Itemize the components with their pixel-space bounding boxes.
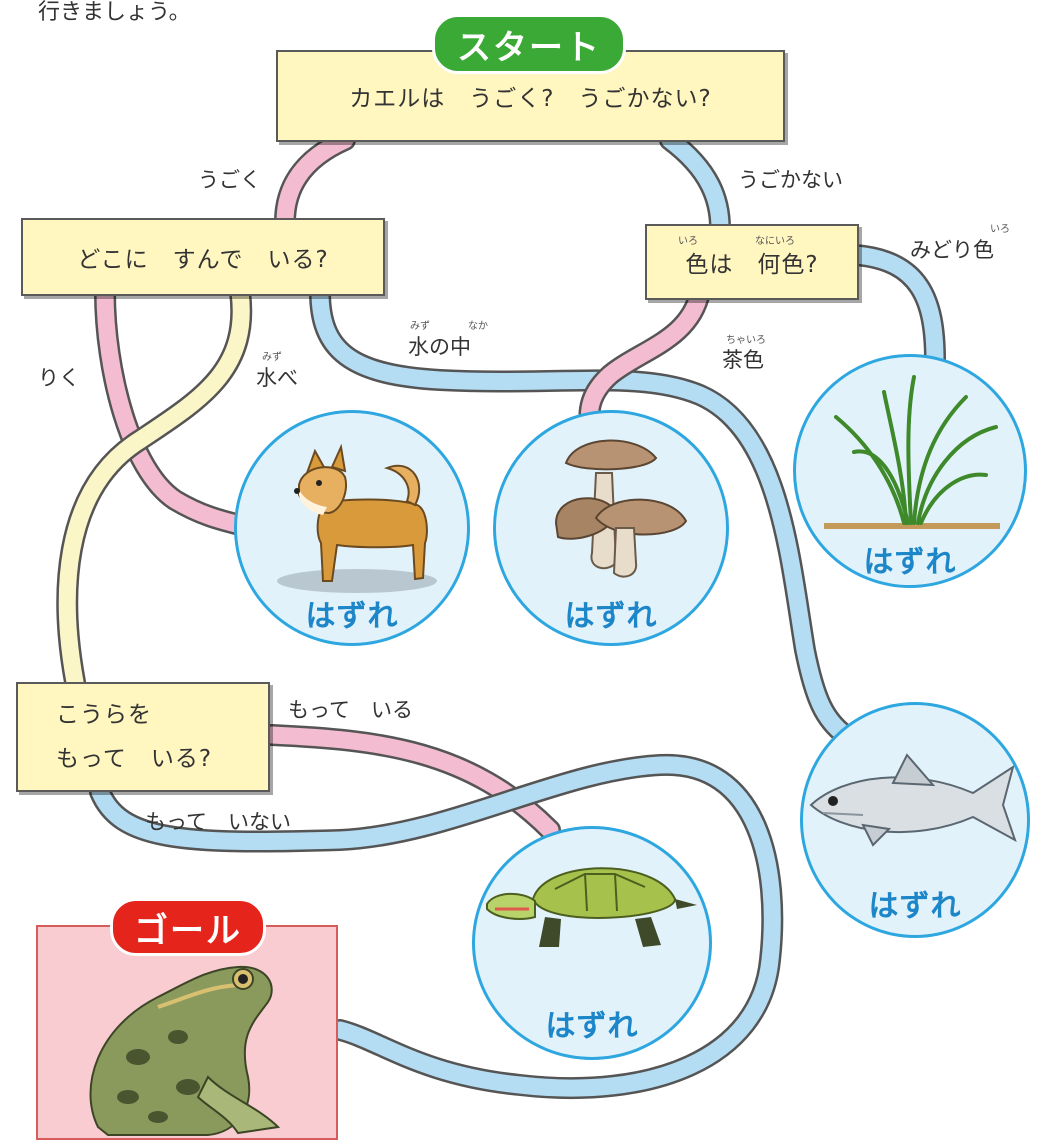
mushroom-wrong-label: はずれ <box>564 599 658 634</box>
turtle-icon <box>486 867 697 947</box>
question-shell-box: こうらを もって いる? <box>16 682 270 792</box>
fish-wrong-circle: はずれ <box>800 702 1030 938</box>
mushroom-icon <box>554 439 688 578</box>
branch-chairo-ruby: ちゃいろ <box>726 335 766 346</box>
start-tag: スタート <box>432 14 626 74</box>
top-cut-text: 行きましょう。 <box>38 0 191 25</box>
color-ruby-iro: いろ <box>678 236 698 247</box>
question-color-text: 色は 何色? <box>685 252 819 278</box>
fish-icon <box>809 753 1017 847</box>
question-shell-line1: こうらを <box>56 702 152 728</box>
grass-icon <box>824 375 1000 529</box>
question-habitat-text: どこに すんで いる? <box>77 247 329 273</box>
color-ruby-naniiro: なにいろ <box>755 236 795 247</box>
mushroom-wrong-circle: はずれ <box>493 410 729 646</box>
branch-mizube: 水べ <box>256 366 298 390</box>
branch-mizunonaka-ruby2: なか <box>468 321 488 332</box>
question-habitat-box: どこに すんで いる? <box>21 218 385 296</box>
question-moves-text: カエルは うごく? うごかない? <box>349 86 712 112</box>
branch-mizunonaka-ruby1: みず <box>410 321 430 332</box>
branch-riku: りく <box>38 366 80 390</box>
branch-motteinai: もって いない <box>145 810 291 834</box>
branch-ugoku: うごく <box>198 168 261 192</box>
branch-motteiru: もって いる <box>288 698 413 722</box>
question-color-box: 色は 何色? <box>645 224 859 300</box>
turtle-wrong-label: はずれ <box>545 1009 639 1044</box>
goal-box <box>36 925 338 1140</box>
dog-wrong-label: はずれ <box>305 599 399 634</box>
branch-ugokanai: うごかない <box>738 168 843 192</box>
branch-mizunonaka: 水の中 <box>408 335 471 359</box>
goal-tag: ゴール <box>110 898 266 956</box>
branch-midori: みどり色 <box>910 238 994 262</box>
question-shell-line2: もって いる? <box>56 746 213 772</box>
branch-midori-ruby: いろ <box>990 224 1010 235</box>
branch-mizube-ruby: みず <box>262 352 282 363</box>
frog-icon <box>89 965 281 1136</box>
turtle-wrong-circle: はずれ <box>472 826 712 1060</box>
grass-wrong-circle: はずれ <box>793 354 1027 588</box>
dog-wrong-circle: はずれ <box>234 410 470 646</box>
dog-icon <box>277 443 437 593</box>
question-moves-box: カエルは うごく? うごかない? <box>276 50 785 142</box>
fish-wrong-label: はずれ <box>868 889 962 924</box>
branch-chairo: 茶色 <box>722 348 764 372</box>
grass-wrong-label: はずれ <box>863 545 957 580</box>
